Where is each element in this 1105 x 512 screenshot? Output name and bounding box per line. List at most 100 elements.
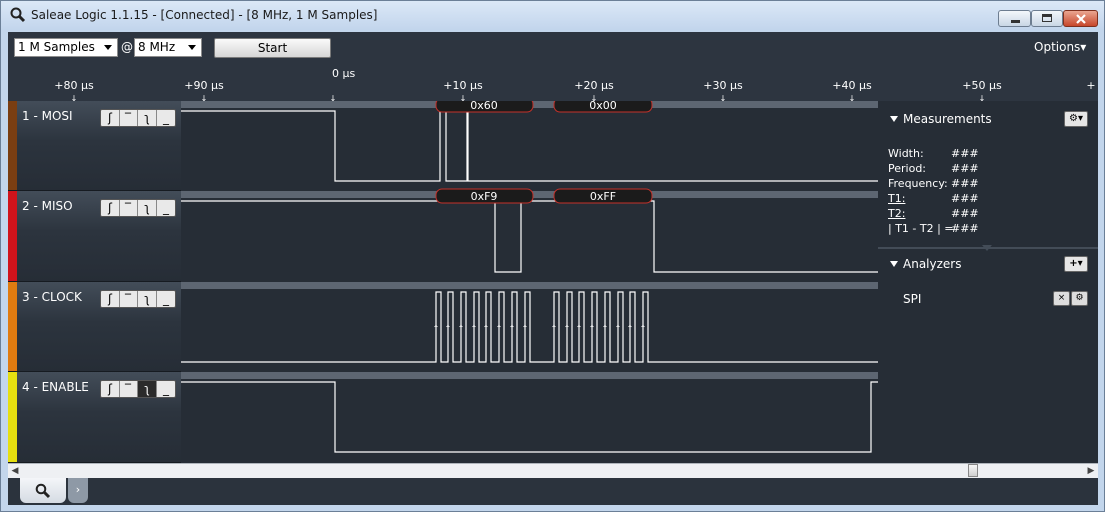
channel-header-enable[interactable]: 4 - ENABLE ʃ ‾ ʅ _ [8,372,181,463]
svg-text:↑: ↑ [445,324,452,333]
low-level-icon[interactable]: _ [163,111,169,125]
svg-text:↑: ↑ [496,324,503,333]
ruler-tick-mark: ↓ [848,94,856,103]
decoded-value: 0x60 [470,101,498,112]
enable-waveform [181,381,878,453]
at-label: @ [121,40,133,54]
high-level-icon[interactable]: ‾ [119,200,138,216]
channel-color-swatch [8,372,17,462]
maximize-button[interactable] [1031,10,1063,27]
channel-color-swatch [8,191,17,281]
horizontal-scrollbar[interactable]: ◀ ▶ [8,463,1098,478]
channel-name: 3 - CLOCK [22,290,82,304]
minimize-icon [1011,20,1020,23]
add-analyzer-button[interactable]: +▾ [1064,256,1088,272]
measurement-label: | T1 - T2 | = [888,222,954,235]
measurement-label-t1[interactable]: T1: [888,192,906,205]
window-title: Saleae Logic 1.1.15 - [Connected] - [8 M… [31,8,378,22]
svg-text:↑: ↑ [522,324,529,333]
measurements-header[interactable]: Measurements [890,112,992,126]
falling-edge-icon[interactable]: ʅ [138,381,157,397]
falling-edge-icon[interactable]: ʅ [138,110,157,126]
channel-name: 1 - MOSI [22,109,73,123]
decoded-bubble-mosi-1[interactable]: 0x00 [553,101,653,113]
svg-text:↑: ↑ [483,324,490,333]
svg-text:↑: ↑ [564,324,571,333]
trigger-selector[interactable]: ʃ ‾ ʅ _ [100,199,176,217]
search-icon [35,483,51,499]
search-tab[interactable] [20,478,66,503]
analyzer-settings-button[interactable]: ⚙ [1071,291,1088,306]
resize-notch-icon[interactable] [982,245,992,251]
scroll-left-arrow-icon[interactable]: ◀ [11,466,19,476]
decoded-bubble-miso-1[interactable]: 0xFF [553,188,653,204]
samples-select[interactable]: 1 M Samples [14,38,118,57]
clock-sample-arrows: ↑↑↑↑ ↑↑↑↑ ↑↑↑↑ ↑↑↑↑ [433,324,647,333]
trigger-selector[interactable]: ʃ ‾ ʅ _ [100,109,176,127]
gear-icon: ⚙▾ [1069,113,1083,124]
waveform-canvas[interactable]: ↑↑↑↑ ↑↑↑↑ ↑↑↑↑ ↑↑↑↑ 0x60 0x00 0xF9 [181,101,878,463]
scroll-thumb[interactable] [968,464,978,477]
falling-edge-icon[interactable]: ʅ [138,291,157,307]
maximize-icon [1042,14,1052,22]
channel-header-mosi[interactable]: 1 - MOSI ʃ ‾ ʅ _ [8,101,181,191]
svg-text:↑: ↑ [627,324,634,333]
rising-edge-icon[interactable]: ʃ [101,291,120,307]
ruler-tick-mark: ↓ [200,94,208,103]
next-tab-button[interactable]: › [68,478,88,503]
rising-edge-icon[interactable]: ʃ [101,110,120,126]
sample-rate-select[interactable]: 8 MHz [134,38,202,57]
channel-separator [181,372,878,379]
measurement-label-t2[interactable]: T2: [888,207,906,220]
low-level-icon[interactable]: _ [163,292,169,306]
remove-analyzer-button[interactable]: × [1053,291,1070,306]
bottom-tab-bar: › [8,478,1098,505]
rising-edge-icon[interactable]: ʃ [101,381,120,397]
ruler-tick-mark: ↓ [978,94,986,103]
falling-edge-icon[interactable]: ʅ [138,200,157,216]
samples-value: 1 M Samples [18,40,95,54]
ruler-tick-mark: ↓ [590,94,598,103]
scroll-right-arrow-icon[interactable]: ▶ [1087,466,1095,476]
ruler-tick-label: +90 µs [184,79,224,92]
channel-name: 4 - ENABLE [22,380,89,394]
close-icon: × [1057,293,1066,303]
start-button[interactable]: Start [214,38,331,58]
ruler-tick-label: + [1086,79,1096,92]
decoded-value: 0x00 [589,101,617,112]
decoded-bubble-mosi-0[interactable]: 0x60 [435,101,534,113]
trigger-selector[interactable]: ʃ ‾ ʅ _ [100,290,176,308]
ruler-tick-mark: ↓ [329,94,337,103]
low-level-icon[interactable]: _ [163,382,169,396]
channel-header-clock[interactable]: 3 - CLOCK ʃ ‾ ʅ _ [8,282,181,372]
high-level-icon[interactable]: ‾ [119,110,138,126]
waveform-area[interactable]: ↑↑↑↑ ↑↑↑↑ ↑↑↑↑ ↑↑↑↑ 0x60 0x00 0xF9 [181,101,878,463]
trigger-selector[interactable]: ʃ ‾ ʅ _ [100,380,176,398]
time-ruler[interactable]: 0 µs +80 µs +90 µs +10 µs +20 µs +30 µs … [8,64,1098,103]
options-menu[interactable]: Options▾ [1034,40,1087,54]
close-button[interactable] [1063,10,1098,27]
channel-separator [181,282,878,289]
svg-text:↑: ↑ [602,324,609,333]
svg-text:↑: ↑ [576,324,583,333]
svg-text:↑: ↑ [433,324,440,333]
high-level-icon[interactable]: ‾ [119,291,138,307]
low-level-icon[interactable]: _ [163,201,169,215]
rising-edge-icon[interactable]: ʃ [101,200,120,216]
channel-header-miso[interactable]: 2 - MISO ʃ ‾ ʅ _ [8,191,181,282]
measurement-label: Period: [888,162,927,175]
measurements-settings-button[interactable]: ⚙▾ [1064,111,1088,127]
ruler-tick-label: +50 µs [962,79,1002,92]
measurement-value: ### [951,162,979,175]
plus-icon: +▾ [1069,258,1083,269]
measurement-value: ### [951,147,979,160]
high-level-icon[interactable]: ‾ [119,381,138,397]
zero-time-label: 0 µs [332,67,356,80]
minimize-button[interactable] [998,10,1031,27]
decoded-bubble-miso-0[interactable]: 0xF9 [435,188,534,204]
analyzers-header[interactable]: Analyzers [890,257,961,271]
collapse-triangle-icon [890,116,898,122]
capture-toolbar: 1 M Samples @ 8 MHz Start Options▾ [8,32,1098,64]
analyzer-item-spi[interactable]: SPI [903,292,922,306]
